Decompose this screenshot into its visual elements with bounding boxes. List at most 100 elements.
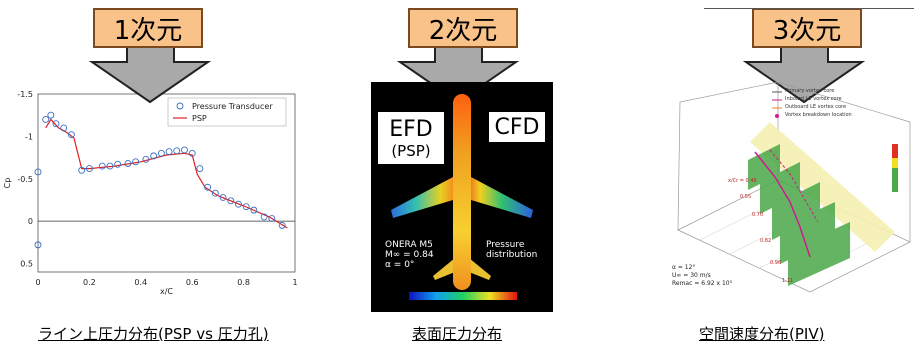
y-tick-label: 0 bbox=[28, 217, 33, 226]
badge-2d: 2次元 bbox=[408, 8, 518, 48]
psp-line bbox=[45, 118, 288, 229]
fuselage bbox=[453, 94, 471, 290]
x-tick-label: 0.8 bbox=[237, 278, 250, 287]
pressure-caption-2: distribution bbox=[486, 250, 538, 260]
piv-panel: Primary vortex core Inboard LE vortex co… bbox=[660, 82, 923, 312]
transducer-point bbox=[142, 155, 150, 163]
caption-1d: ライン上圧力分布(PSP vs 圧力孔) bbox=[38, 325, 269, 343]
right-tail bbox=[469, 258, 491, 280]
vortex-core-line-2 bbox=[769, 149, 819, 223]
piv-legend-0: Primary vortex core bbox=[785, 88, 835, 94]
piv-image bbox=[677, 82, 911, 293]
efd-title: EFD bbox=[389, 116, 433, 142]
cfd-label: CFD bbox=[489, 112, 545, 142]
station-label-1: 0.55 bbox=[740, 194, 752, 200]
station-label-2: 0.70 bbox=[752, 212, 764, 218]
y-tick-label: -0.5 bbox=[17, 175, 33, 184]
transducer-point bbox=[34, 241, 42, 249]
efd-label: EFD (PSP) bbox=[378, 112, 444, 164]
transducer-point bbox=[47, 111, 55, 119]
transducer-point bbox=[42, 115, 50, 123]
x-tick-label: 0.2 bbox=[83, 278, 96, 287]
efd-sub: (PSP) bbox=[391, 141, 431, 160]
legend-label-transducer: Pressure Transducer bbox=[192, 102, 273, 111]
legend-swatch bbox=[775, 114, 779, 118]
badge-3d: 3次元 bbox=[752, 8, 862, 48]
x-tick-label: 0.4 bbox=[134, 278, 147, 287]
alpha-label: α = 0° bbox=[385, 260, 415, 270]
transducer-point bbox=[278, 221, 286, 229]
transducer-point bbox=[242, 203, 250, 211]
transducer-point bbox=[204, 183, 212, 191]
transducer-point bbox=[98, 162, 106, 170]
transducer-point bbox=[227, 197, 235, 205]
x-tick-label: 0 bbox=[35, 278, 40, 287]
piv-slice bbox=[748, 144, 780, 190]
colorbar bbox=[409, 292, 517, 300]
right-wing bbox=[471, 177, 533, 218]
transducer-point bbox=[219, 193, 227, 201]
legend-label-psp: PSP bbox=[192, 114, 207, 123]
station-label-3: 0.82 bbox=[760, 238, 772, 244]
transducer-point bbox=[150, 152, 158, 160]
y-axis-label: Cp bbox=[3, 178, 12, 189]
piv-legend-2: Outboard LE vortex core bbox=[785, 104, 847, 110]
transducer-point bbox=[268, 215, 276, 223]
transducer-point bbox=[250, 206, 258, 214]
transducer-point bbox=[34, 168, 42, 176]
legend-box bbox=[167, 97, 287, 127]
piv-slice bbox=[772, 182, 820, 240]
badge-1d: 1次元 bbox=[93, 8, 203, 48]
station-label-5: 1.11 bbox=[782, 278, 794, 284]
piv-slice bbox=[788, 222, 850, 286]
box-edge-2 bbox=[777, 82, 911, 123]
y-tick-label: -1 bbox=[25, 132, 33, 141]
piv-param-0: α = 12° bbox=[672, 264, 696, 271]
piv-param-2: Remac = 6.92 x 10⁵ bbox=[672, 280, 733, 287]
vortex-sheet bbox=[750, 122, 895, 252]
transducer-point bbox=[124, 160, 132, 167]
transducer-point bbox=[260, 213, 268, 221]
left-wing bbox=[391, 177, 453, 218]
down-arrow-1 bbox=[88, 43, 212, 104]
transducer-point bbox=[188, 149, 196, 157]
pressure-caption-1: Pressure bbox=[486, 240, 525, 250]
transducer-point bbox=[114, 160, 122, 168]
station-label-0: x/Cr = 0.45 bbox=[728, 178, 757, 184]
piv-legend-1: Inboard LE vortex core bbox=[785, 96, 842, 102]
model-name: ONERA M5 bbox=[385, 240, 433, 250]
transducer-point bbox=[85, 165, 93, 173]
mach-label: M∞ = 0.84 bbox=[385, 250, 434, 260]
aircraft-image bbox=[391, 94, 533, 300]
y-tick-label: -1.5 bbox=[17, 90, 33, 99]
piv-colorbar-mid bbox=[892, 158, 898, 168]
x-tick-label: 1 bbox=[292, 278, 297, 287]
vortex-core-line bbox=[754, 151, 811, 258]
piv-colorbar-top bbox=[892, 144, 898, 158]
x-tick-label: 0.6 bbox=[186, 278, 199, 287]
y-tick-label: 0.5 bbox=[20, 260, 33, 269]
transducer-point bbox=[132, 158, 140, 166]
transducer-point bbox=[106, 162, 114, 170]
transducer-point bbox=[67, 131, 75, 139]
piv-param-1: U∞ = 30 m/s bbox=[672, 272, 711, 279]
transducer-point bbox=[181, 146, 188, 154]
station-label-4: 0.96 bbox=[770, 260, 782, 266]
transducer-point bbox=[235, 200, 242, 208]
plot-frame bbox=[37, 93, 296, 273]
legend-marker-transducer bbox=[176, 102, 184, 110]
left-tail bbox=[433, 258, 455, 280]
x-axis-label: x/C bbox=[160, 287, 173, 296]
decor-bracket bbox=[704, 0, 914, 9]
transducer-point bbox=[211, 189, 219, 197]
transducer-point bbox=[196, 165, 204, 173]
transducer-point bbox=[52, 120, 60, 128]
transducer-point bbox=[60, 124, 68, 132]
piv-legend-3: Vortex breakdown location bbox=[785, 112, 852, 118]
transducer-point bbox=[173, 147, 181, 155]
transducer-point bbox=[78, 166, 86, 174]
caption-3d: 空間速度分布(PIV) bbox=[699, 325, 825, 343]
transducer-point bbox=[165, 148, 173, 156]
